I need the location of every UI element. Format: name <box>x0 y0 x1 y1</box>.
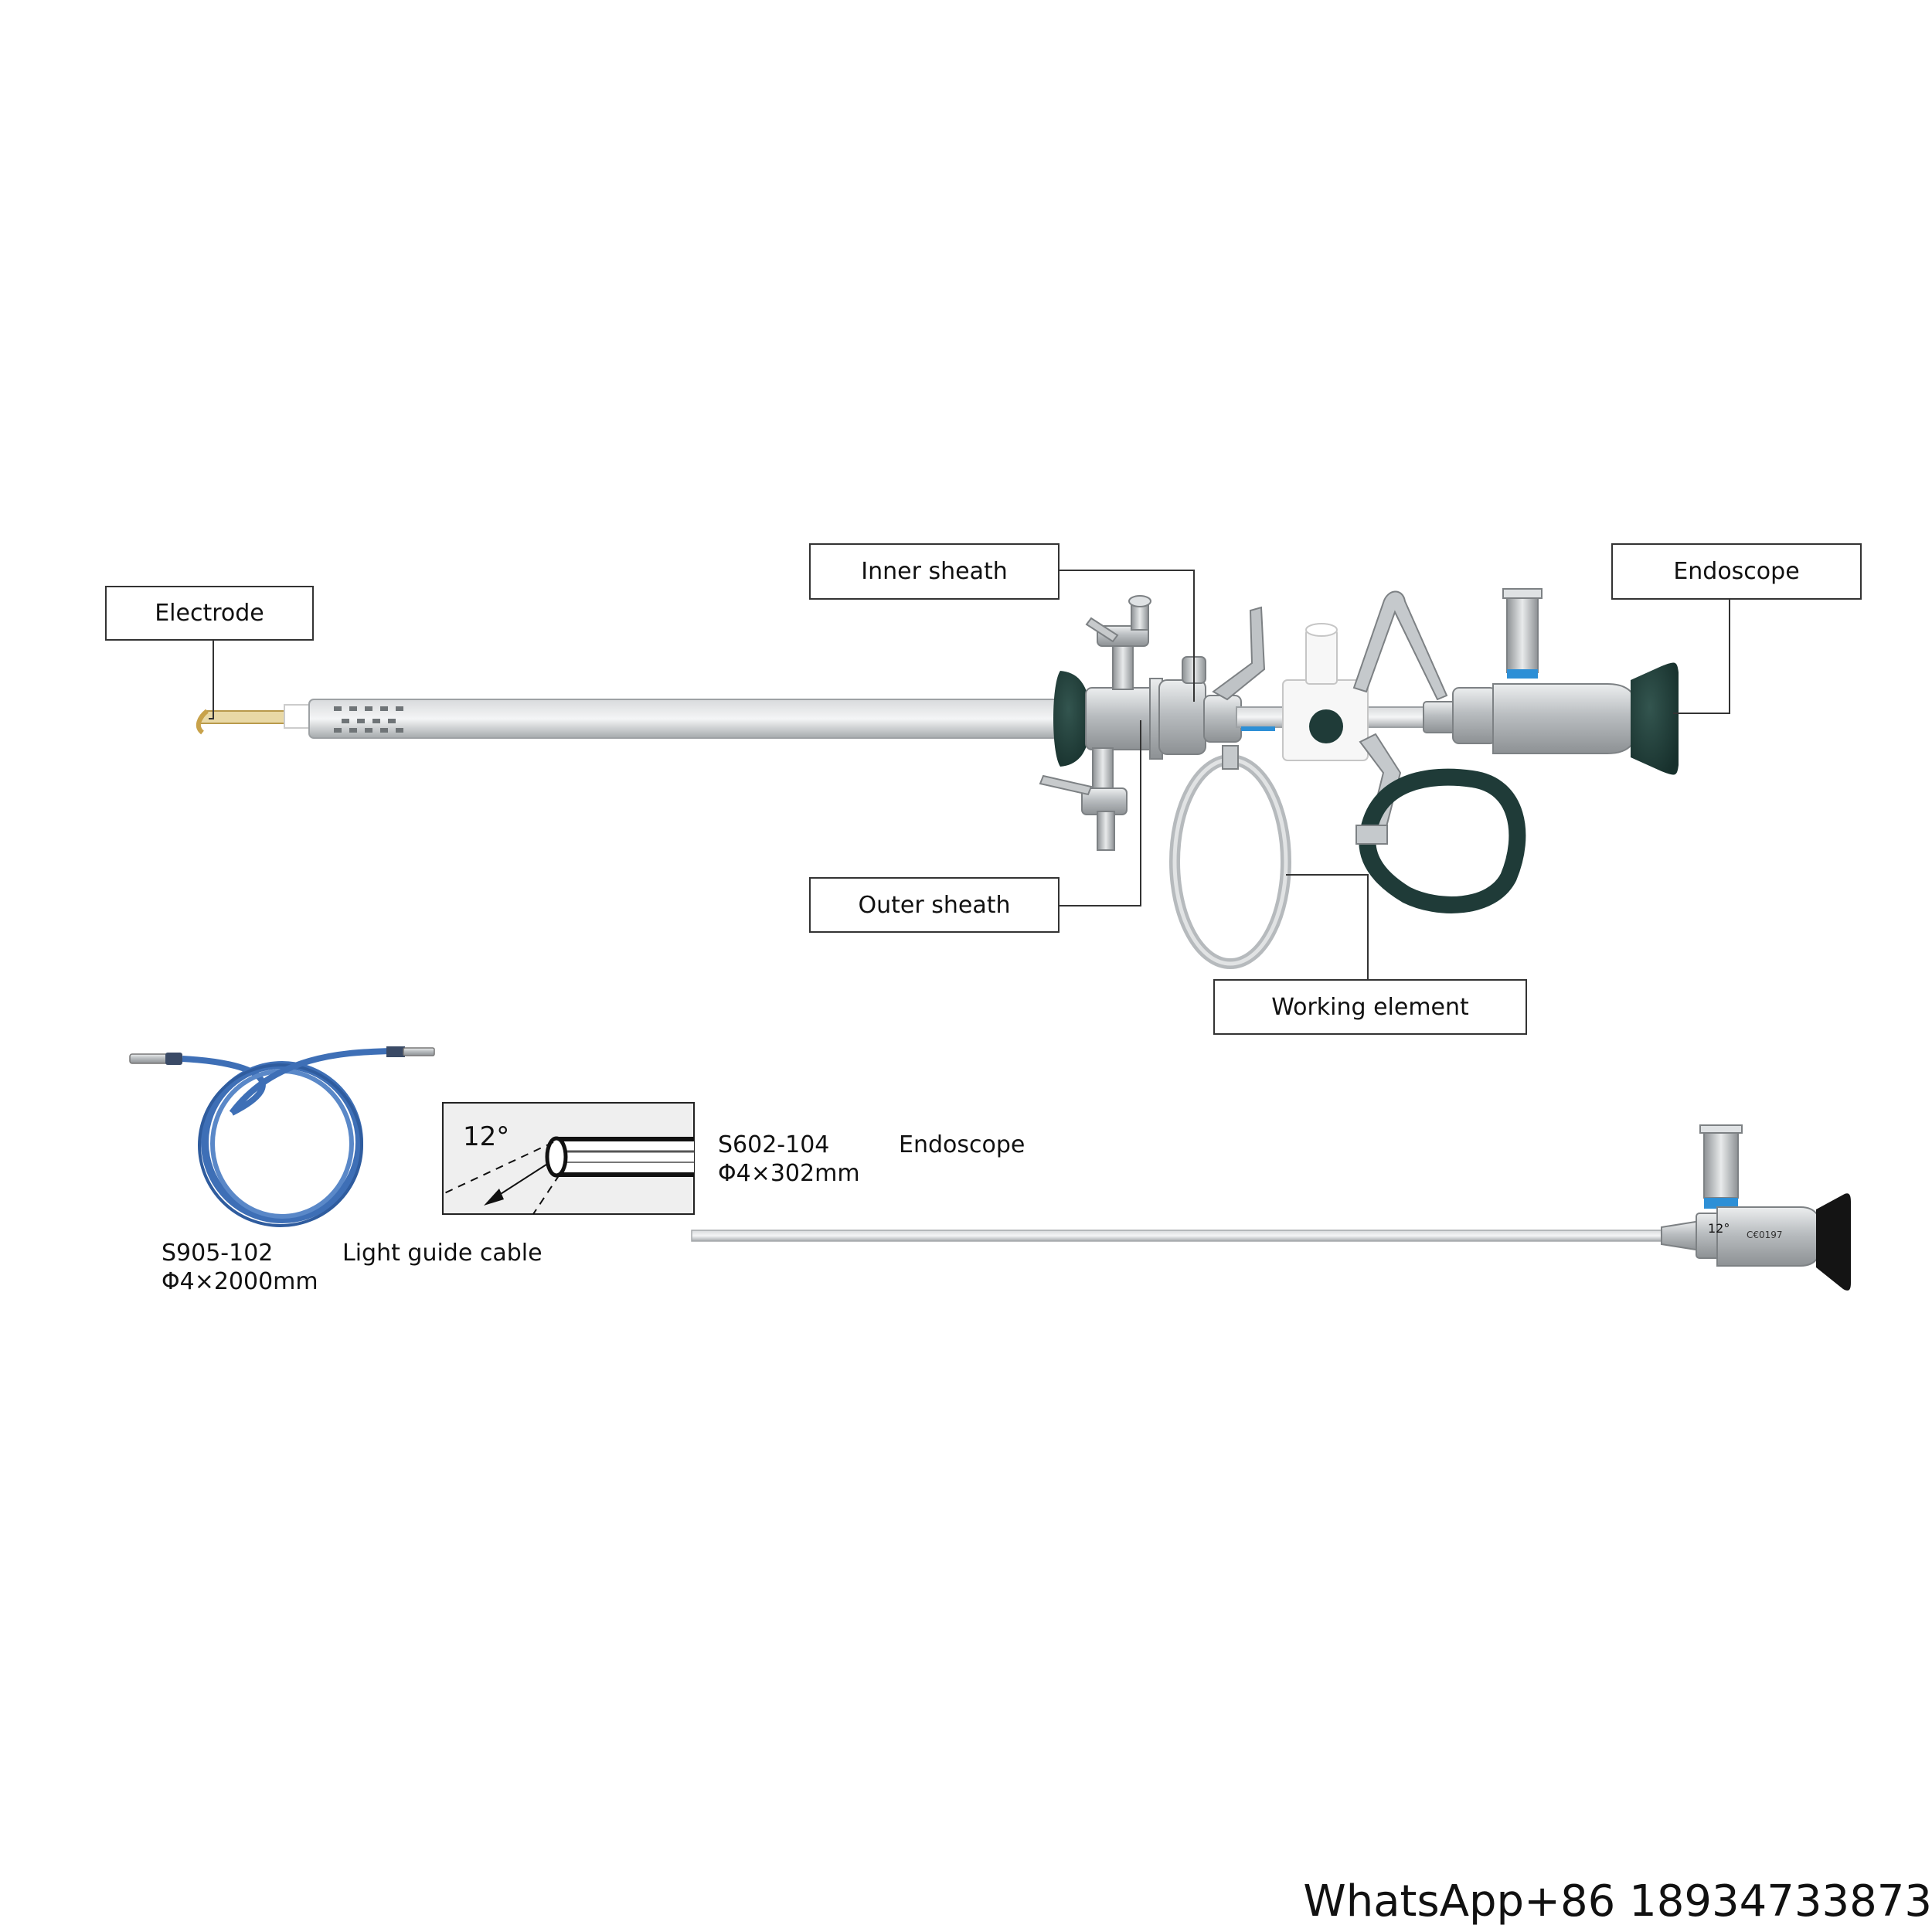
endoscope-illustration <box>691 1124 1851 1291</box>
electrode-tip <box>196 704 313 735</box>
light-cable-code: S905-102 <box>162 1240 274 1267</box>
callout-endoscope: Endoscope <box>1611 543 1862 600</box>
endoscope-size: Φ4×302mm <box>718 1160 860 1187</box>
white-insulator-block <box>1282 623 1369 761</box>
outer-sheath-flare <box>1053 671 1091 767</box>
whatsapp-watermark: WhatsApp+86 18934733873 <box>1303 1876 1932 1927</box>
endoscope-body-angle-marking: 12° <box>1708 1221 1730 1236</box>
inner-sheath-body <box>1158 679 1206 755</box>
sheath-tube <box>308 699 1067 739</box>
light-cable-name: Light guide cable <box>342 1240 543 1267</box>
inset-angle-label: 12° <box>463 1121 510 1152</box>
light-cable-size: Φ4×2000mm <box>162 1268 318 1295</box>
endoscope-code: S602-104 <box>718 1131 830 1158</box>
endoscope-ce-marking: C€0197 <box>1747 1230 1783 1240</box>
spring-lever-arm <box>1352 590 1448 701</box>
thumb-lever <box>1212 606 1266 701</box>
endoscope-name: Endoscope <box>899 1131 1026 1158</box>
callout-working-element: Working element <box>1213 979 1527 1035</box>
lower-stopcock <box>1039 747 1128 851</box>
callout-inner-sheath: Inner sheath <box>809 543 1060 600</box>
upper-stopcock <box>1085 595 1151 690</box>
finger-loop-oval <box>1169 745 1291 969</box>
thumb-ring <box>1359 768 1526 913</box>
outer-sheath-body <box>1085 687 1156 750</box>
leader-lines <box>209 570 1730 980</box>
view-angle-inset <box>442 1102 695 1215</box>
callout-outer-sheath: Outer sheath <box>809 877 1060 933</box>
resectoscope-assembly <box>196 588 1679 969</box>
irrigation-holes <box>334 706 403 733</box>
callout-electrode: Electrode <box>105 586 314 641</box>
endoscope-eyepiece <box>1631 662 1679 775</box>
light-guide-cable-illustration <box>129 1046 435 1227</box>
light-post <box>1502 588 1543 679</box>
